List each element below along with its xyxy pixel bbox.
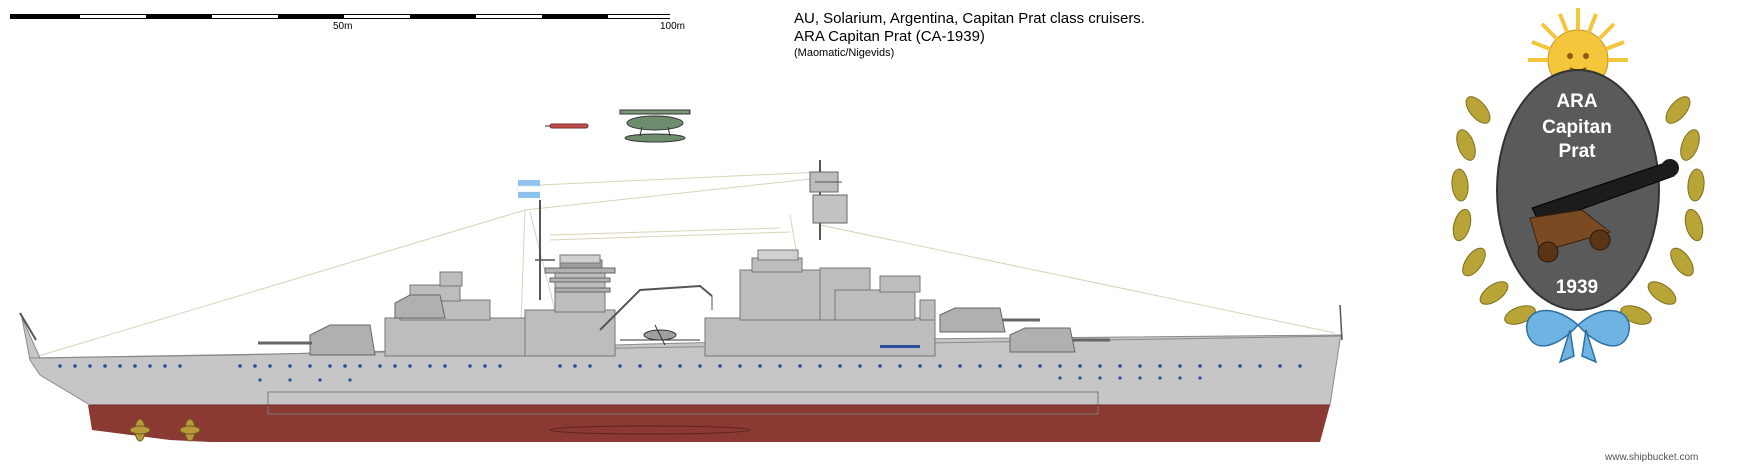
cannon-icon [1529, 159, 1679, 263]
emblem-oval [1496, 69, 1660, 311]
portholes [58, 364, 1302, 382]
scale-label-50m: 50m [333, 21, 353, 32]
emblem-line-capitan: Capitan [1542, 117, 1612, 138]
title-line-2: ARA Capitan Prat (CA-1939) [794, 28, 985, 45]
hull-bulge [549, 425, 751, 435]
funnel-stripe [880, 345, 920, 348]
deck-aircraft [620, 324, 700, 346]
forward-turret-b [394, 294, 446, 319]
emblem-line-prat: Prat [1558, 141, 1596, 162]
title-line-1: AU, Solarium, Argentina, Capitan Prat cl… [794, 10, 1145, 27]
aft-superstructure [704, 249, 936, 357]
emblem-year: 1939 [1555, 277, 1599, 298]
torpedo [545, 123, 589, 129]
seaplane [619, 109, 691, 143]
aft-turret-x [939, 307, 1040, 333]
shipbucket-credit: www.shipbucket.com [1605, 452, 1699, 463]
deck-line [29, 335, 1343, 359]
laurel-wreath [1451, 96, 1705, 325]
forward-turret-a [258, 324, 376, 356]
argentine-flag [517, 180, 541, 198]
crane [599, 284, 713, 331]
scale-segments [10, 14, 670, 19]
author-credit: (Maomatic/Nigevids) [794, 47, 895, 59]
forward-tower [544, 267, 616, 293]
scale-label-100m: 100m [660, 21, 686, 32]
forward-superstructure [384, 254, 616, 357]
ribbon-bow [1525, 309, 1631, 364]
aft-turret-y [1009, 327, 1110, 353]
emblem-line-ara: ARA [1556, 91, 1598, 112]
propellers [129, 418, 201, 442]
